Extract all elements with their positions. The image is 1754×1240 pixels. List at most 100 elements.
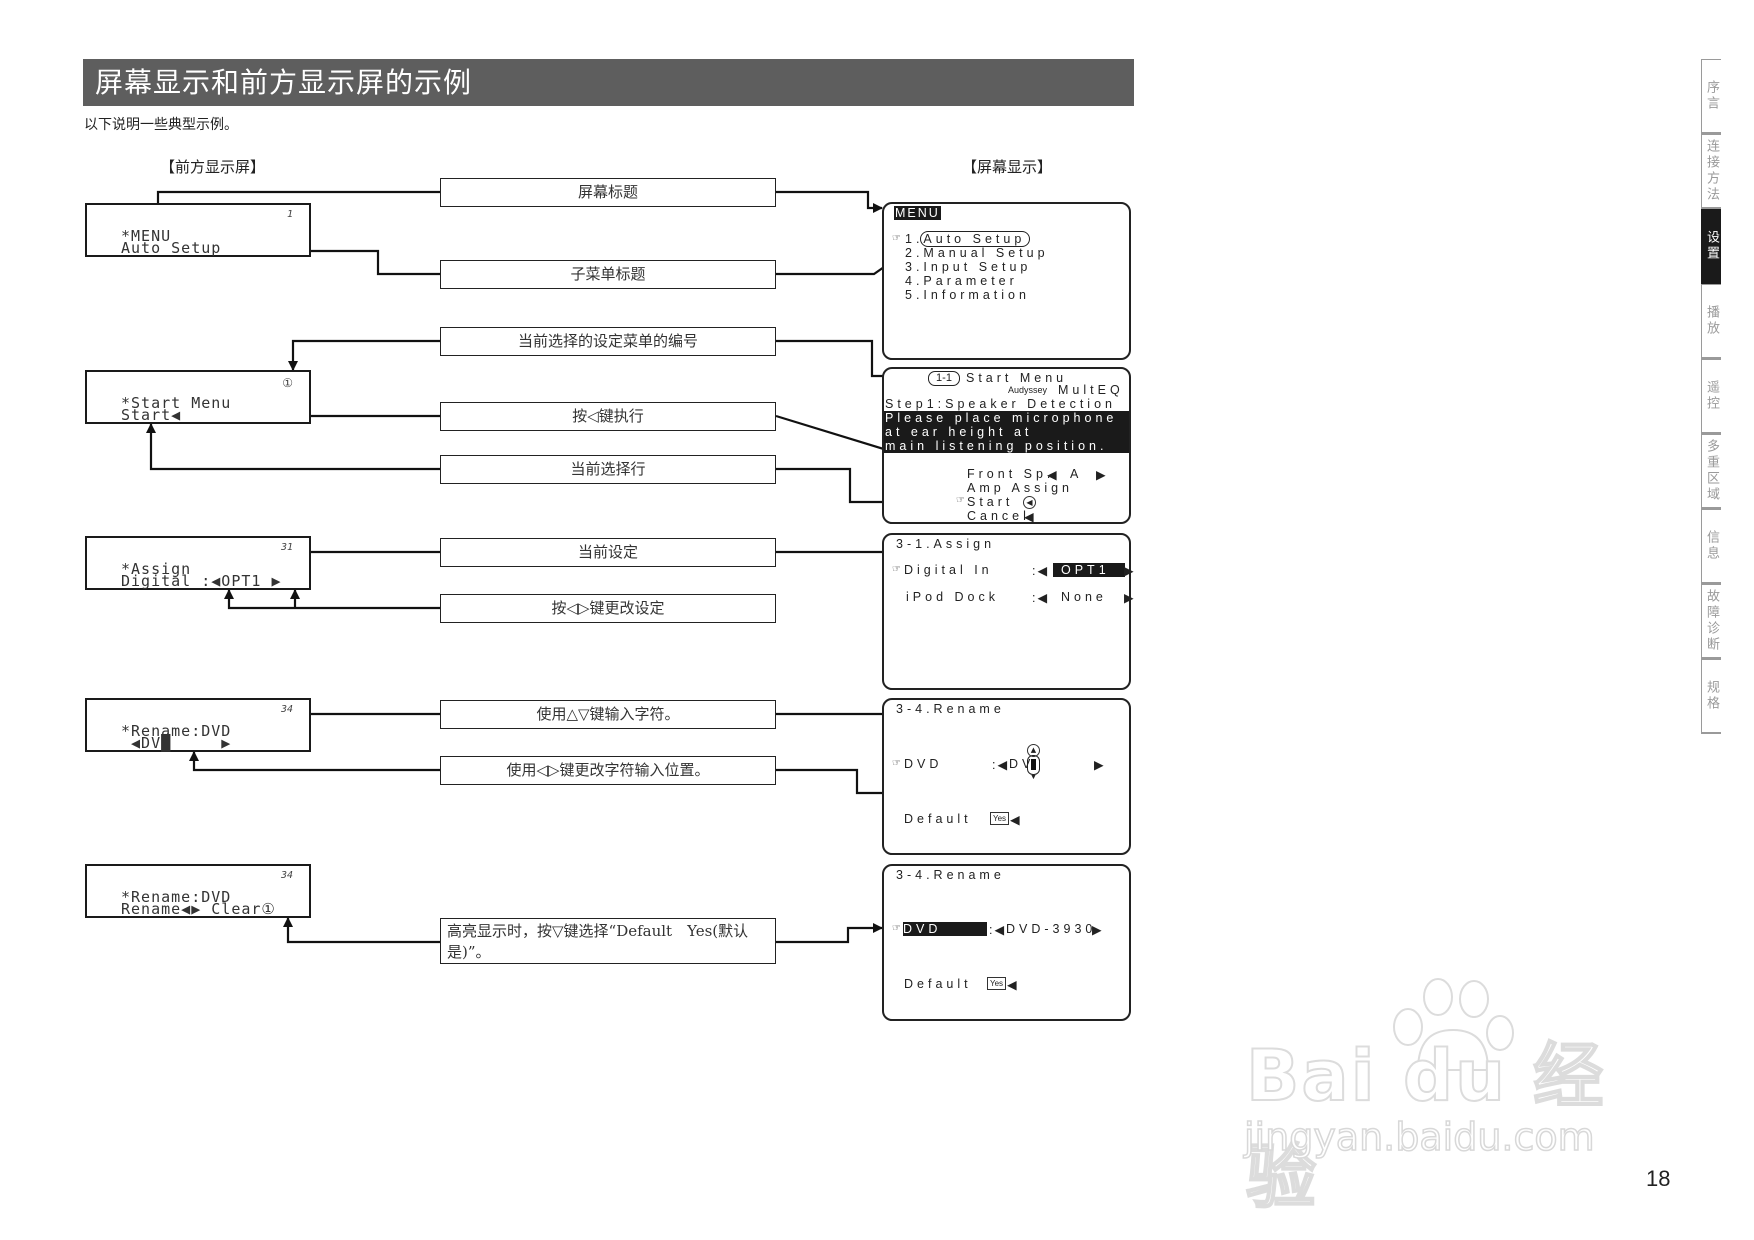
menu-item: 1.Auto Setup — [905, 232, 1026, 246]
menu-number-badge: 1-1 — [928, 371, 960, 386]
right-arrow-icon: ▶ — [1092, 923, 1102, 937]
tab-specifications[interactable]: 规格 — [1701, 659, 1721, 734]
lcd-line-2: ◀DV█ ▶ — [121, 734, 232, 752]
lcd-line-1: *Start Menu — [121, 394, 232, 412]
screen-display-heading: 【屏幕显示】 — [962, 158, 1053, 176]
screen-title: 3-4.Rename — [896, 868, 1005, 882]
display-number: ① — [282, 376, 293, 390]
tab-multi-zone[interactable]: 多重区域 — [1701, 434, 1721, 509]
message-block: Please place microphone at ear height at… — [884, 411, 1129, 453]
tab-preface[interactable]: 序言 — [1701, 59, 1721, 134]
left-arrow-icon: :◀ — [1032, 564, 1050, 578]
front-display-rename: 34 *Rename:DVD Rename◀▶ Clear① — [85, 864, 311, 918]
left-arrow-icon: :◀ — [992, 758, 1010, 772]
front-display-assign: 31 *Assign Digital :◀OPT1 ▶ — [85, 536, 311, 590]
screen-title: MENU — [894, 206, 941, 220]
tab-playback[interactable]: 播放 — [1701, 284, 1721, 359]
pointer-icon: ☞ — [892, 923, 901, 934]
label-press-enter: 按◁键执行 — [440, 402, 776, 431]
highlight-ellipse — [920, 231, 1030, 247]
option-front-sp: Front Sp. — [967, 467, 1055, 481]
label-move-cursor: 使用◁▷键更改字符输入位置。 — [440, 756, 776, 785]
screen-assign: 3-1.Assign ☞ Digital In :◀ OPT1 ▶ iPod D… — [882, 533, 1134, 690]
label-input-char: 使用△▽键输入字符。 — [440, 700, 776, 729]
brand-small: Audyssey — [1008, 385, 1048, 395]
screen-menu: MENU ☞ 1.Auto Setup 2.Manual Setup 3.Inp… — [882, 202, 1131, 360]
right-arrow-icon: ▶ — [1096, 468, 1106, 482]
left-arrow-icon: :◀ — [989, 923, 1007, 937]
lcd-line-1: *MENU — [121, 227, 172, 245]
screen-rename-edit: 3-4.Rename ▲ ☞ DVD :◀ DV ▼ ▶ Default Yes… — [882, 698, 1131, 855]
label-current-setting: 当前设定 — [440, 538, 776, 567]
step-text: Step1:Speaker Detection — [885, 397, 1116, 411]
menu-item: 4.Parameter — [905, 274, 1018, 288]
yes-key-icon: Yes — [987, 977, 1007, 990]
left-arrow-icon: ◀ — [1047, 468, 1057, 482]
lcd-line-1: *Rename:DVD — [121, 722, 232, 740]
display-number: 34 — [280, 870, 293, 881]
screen-start-menu: 1-1 Start Menu Audyssey MultEQ Step1:Spe… — [882, 367, 1131, 524]
display-number: 31 — [280, 542, 293, 553]
default-label: Default — [904, 812, 972, 826]
left-arrow-icon: :◀ — [1032, 591, 1050, 605]
right-arrow-icon: ▶ — [1124, 564, 1134, 578]
row-label-ipod-dock: iPod Dock — [906, 590, 999, 604]
tab-troubleshooting[interactable]: 故障诊断 — [1701, 584, 1721, 659]
screen-title: Start Menu — [966, 371, 1068, 385]
option-cancel: Cancel — [967, 509, 1030, 523]
tab-information[interactable]: 信息 — [1701, 509, 1721, 584]
tab-connections[interactable]: 连接方法 — [1701, 134, 1721, 209]
cursor-circle — [1027, 755, 1040, 775]
baidu-watermark: Bai du 经验 jingyan.baidu.com — [1240, 975, 1660, 1219]
field-value: DV — [1009, 757, 1035, 771]
tab-remote[interactable]: 遥控 — [1701, 359, 1721, 434]
option-amp-assign: Amp Assign — [967, 481, 1074, 495]
section-tabs: 序言 连接方法 设置 播放 遥控 多重区域 信息 故障诊断 规格 — [1701, 59, 1754, 734]
label-current-line: 当前选择行 — [440, 455, 776, 484]
up-arrow-icon: ▲ — [1027, 744, 1040, 757]
pointer-icon: ☞ — [892, 233, 905, 244]
option-start: Start — [967, 495, 1014, 509]
page-number: 18 — [1646, 1166, 1671, 1191]
label-menu-number: 当前选择的设定菜单的编号 — [440, 327, 776, 356]
label-change-setting: 按◁▷键更改设定 — [440, 594, 776, 623]
yes-key-icon: Yes — [990, 812, 1010, 825]
brand-name: MultEQ — [1058, 383, 1124, 397]
watermark-url: jingyan.baidu.com — [1243, 1114, 1595, 1160]
menu-item: 5.Information — [905, 288, 1030, 302]
screen-title: 3-1.Assign — [896, 537, 996, 551]
text-cursor — [1031, 759, 1036, 770]
menu-item: 3.Input Setup — [905, 260, 1032, 274]
label-default-yes: 高亮显示时，按▽键选择“Default Yes(默认是)”。 — [440, 918, 776, 964]
lcd-line-1: *Assign — [121, 560, 192, 578]
option-front-sp-value: A — [1070, 467, 1083, 481]
enter-circle-icon: ◀ — [1023, 496, 1036, 509]
left-arrow-icon: ◀ — [1010, 813, 1020, 827]
display-number: 1 — [286, 209, 293, 220]
row-value-ipod-dock: None — [1061, 590, 1107, 604]
lcd-line-2: Rename◀▶ Clear① — [121, 900, 276, 918]
label-submenu-title: 子菜单标题 — [440, 260, 776, 289]
screen-rename-done: 3-4.Rename ☞ DVD :◀ DVD-3930 ▶ Default Y… — [882, 864, 1131, 1021]
row-label-digital-in: Digital In — [904, 563, 993, 577]
lcd-line-2: Digital :◀OPT1 ▶ — [121, 572, 282, 590]
lcd-line-2: Auto Setup — [121, 239, 222, 257]
down-arrow-icon: ▼ — [1030, 774, 1037, 781]
pointer-icon: ☞ — [892, 758, 901, 769]
left-arrow-icon: ◀ — [1007, 978, 1017, 992]
field-value: DVD-3930 — [1006, 922, 1097, 936]
menu-item: 2.Manual Setup — [905, 246, 1049, 260]
label-screen-title: 屏幕标题 — [440, 178, 776, 207]
front-display-heading: 【前方显示屏】 — [160, 158, 266, 176]
screen-title: 3-4.Rename — [896, 702, 1005, 716]
default-label: Default — [904, 977, 972, 991]
page-subtitle: 以下说明一些典型示例。 — [84, 117, 238, 133]
field-label: DVD — [903, 922, 987, 936]
left-arrow-icon: ◀ — [1024, 510, 1034, 524]
tab-setup[interactable]: 设置 — [1701, 209, 1721, 284]
row-value-digital-in: OPT1 — [1053, 563, 1125, 577]
paw-icon — [1393, 978, 1514, 1071]
page-title: 屏幕显示和前方显示屏的示例 — [83, 59, 1134, 106]
right-arrow-icon: ▶ — [1124, 591, 1134, 605]
pointer-icon: ☞ — [892, 564, 901, 575]
